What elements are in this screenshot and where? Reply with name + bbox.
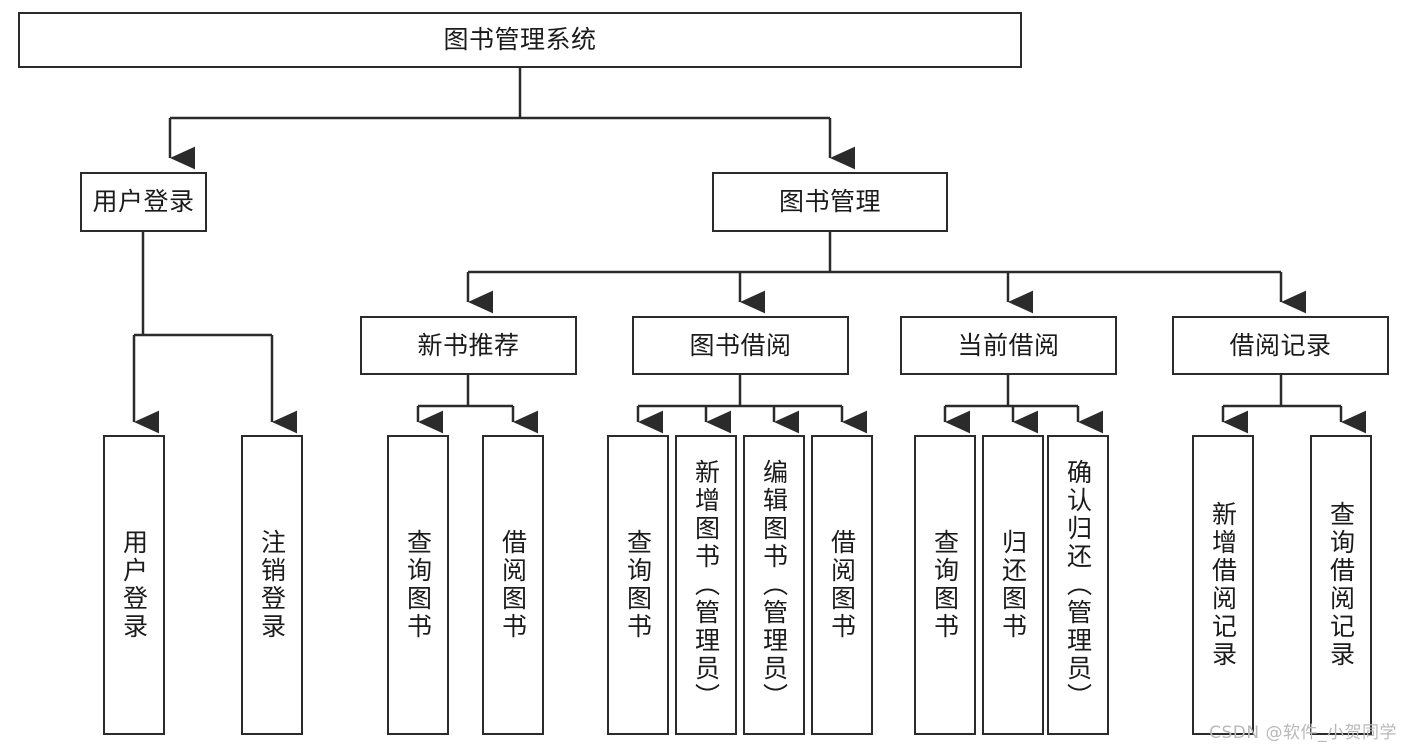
leaf-logout[interactable]: 注销登录 — [241, 435, 303, 735]
node-label: 图书管理 — [778, 187, 881, 216]
node-label: 注销登录 — [257, 529, 287, 641]
node-label: 新增图书（管理员） — [691, 459, 721, 711]
node-label: 借阅记录 — [1229, 330, 1332, 360]
leaf-add-borrowing-record[interactable]: 新增借阅记录 — [1192, 435, 1254, 735]
leaf-query-borrowing-record[interactable]: 查询借阅记录 — [1310, 435, 1372, 735]
node-label: 查询借阅记录 — [1326, 501, 1356, 669]
node-label: 用户登录 — [92, 187, 195, 216]
node-label: 新增借阅记录 — [1208, 501, 1238, 669]
node-user-login[interactable]: 用户登录 — [80, 172, 207, 232]
leaf-confirm-return-admin[interactable]: 确认归还（管理员） — [1047, 435, 1109, 735]
node-label: 图书管理系统 — [443, 25, 597, 54]
csdn-watermark: CSDN @软件_小贺同学 — [1209, 723, 1397, 743]
node-label: 新书推荐 — [417, 330, 520, 360]
node-label: 确认归还（管理员） — [1063, 459, 1093, 711]
node-label: 当前借阅 — [957, 330, 1060, 360]
node-label: 查询图书 — [403, 529, 433, 641]
leaf-add-book-admin[interactable]: 新增图书（管理员） — [675, 435, 737, 735]
node-label: 借阅图书 — [498, 529, 528, 641]
node-book-management[interactable]: 图书管理 — [712, 172, 948, 232]
leaf-query-book-borrowing[interactable]: 查询图书 — [607, 435, 669, 735]
node-label: 用户登录 — [119, 529, 149, 641]
node-label: 图书借阅 — [689, 330, 792, 360]
node-label: 编辑图书（管理员） — [759, 459, 789, 711]
leaf-borrow-book-recommendation[interactable]: 借阅图书 — [482, 435, 544, 735]
leaf-edit-book-admin[interactable]: 编辑图书（管理员） — [743, 435, 805, 735]
node-label: 查询图书 — [930, 529, 960, 641]
leaf-borrow-book-borrowing[interactable]: 借阅图书 — [811, 435, 873, 735]
node-label: 借阅图书 — [827, 529, 857, 641]
node-book-borrowing[interactable]: 图书借阅 — [632, 316, 849, 375]
leaf-user-login[interactable]: 用户登录 — [103, 435, 165, 735]
node-current-borrowing[interactable]: 当前借阅 — [900, 316, 1117, 375]
node-new-book-recommendation[interactable]: 新书推荐 — [360, 316, 577, 375]
node-label: 归还图书 — [998, 529, 1028, 641]
node-label: 查询图书 — [623, 529, 653, 641]
leaf-query-book-recommendation[interactable]: 查询图书 — [387, 435, 449, 735]
node-root-library-management-system[interactable]: 图书管理系统 — [18, 12, 1022, 68]
leaf-return-book[interactable]: 归还图书 — [982, 435, 1044, 735]
leaf-query-book-current[interactable]: 查询图书 — [914, 435, 976, 735]
node-borrowing-records[interactable]: 借阅记录 — [1172, 316, 1389, 375]
